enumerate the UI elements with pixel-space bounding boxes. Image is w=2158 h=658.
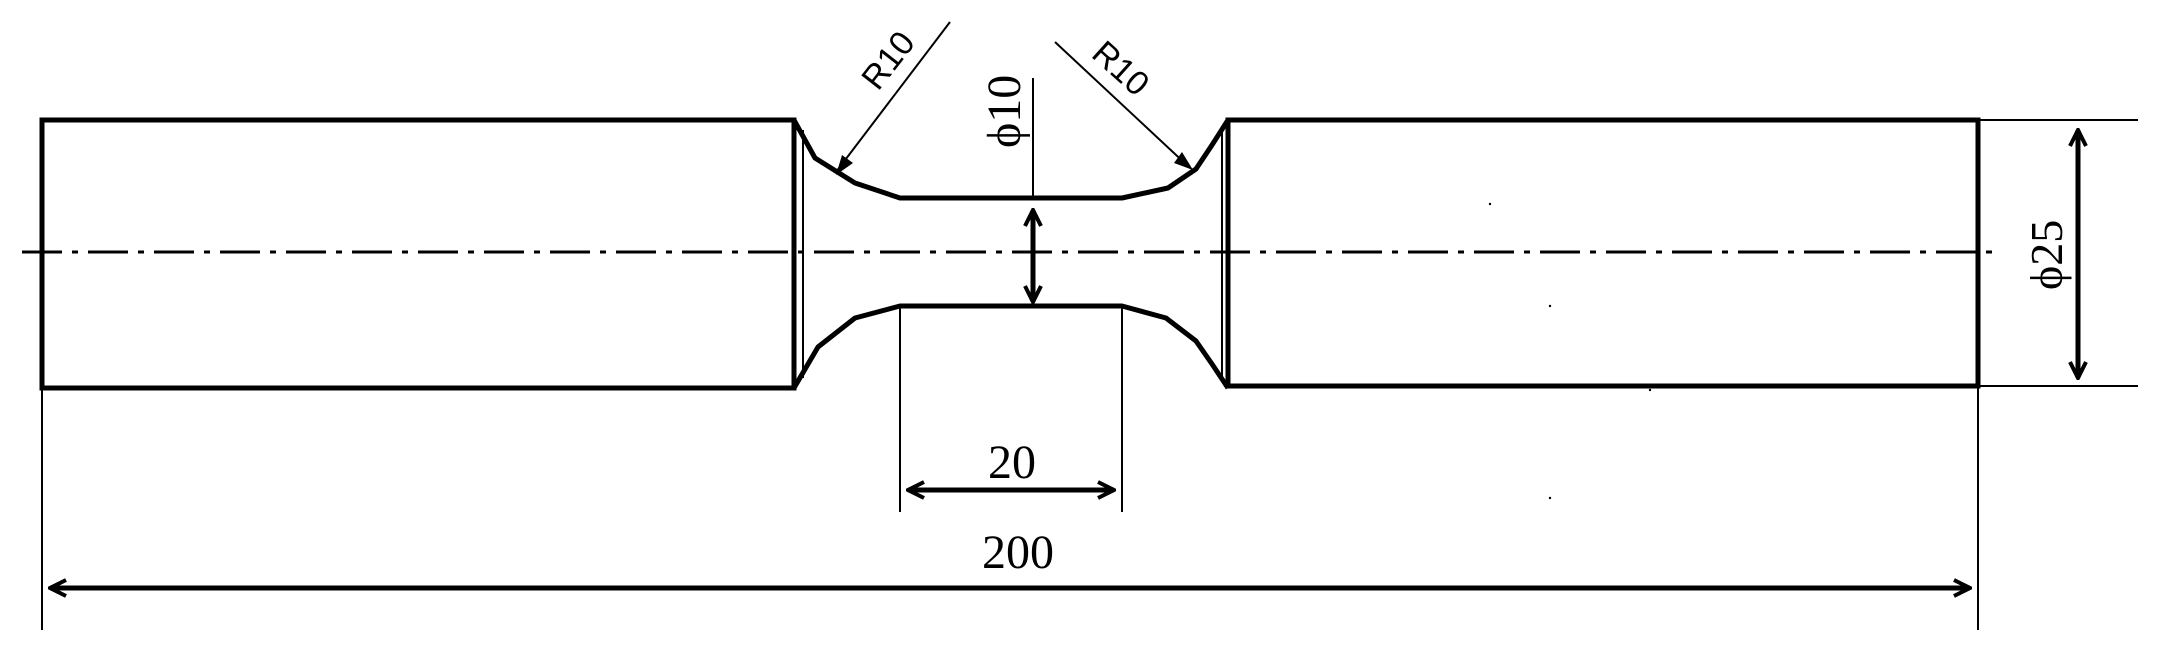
left-radius-leader (835, 21, 951, 173)
top-fillet-profile (791, 118, 1231, 201)
left-radius-label: R10 (854, 24, 922, 97)
right-radius-arrowhead (1174, 152, 1193, 170)
speck (1488, 202, 1492, 206)
gauge-length-label: 20 (988, 436, 1036, 489)
left-shoulder (39, 117, 797, 391)
speck (1548, 496, 1552, 500)
overall-length-label: 200 (982, 526, 1054, 579)
bottom-fillet-profile (791, 303, 1231, 390)
shoulder-diameter-label: ϕ25 (2021, 220, 2072, 290)
right-radius-label: R10 (1085, 34, 1157, 104)
speck (1548, 304, 1552, 308)
gauge-diameter-label: ϕ10 (978, 75, 1031, 148)
left-radius-arrowhead (836, 155, 853, 175)
speck (1648, 388, 1652, 392)
right-shoulder (1225, 117, 1981, 389)
right-radius-leader (1054, 41, 1191, 169)
